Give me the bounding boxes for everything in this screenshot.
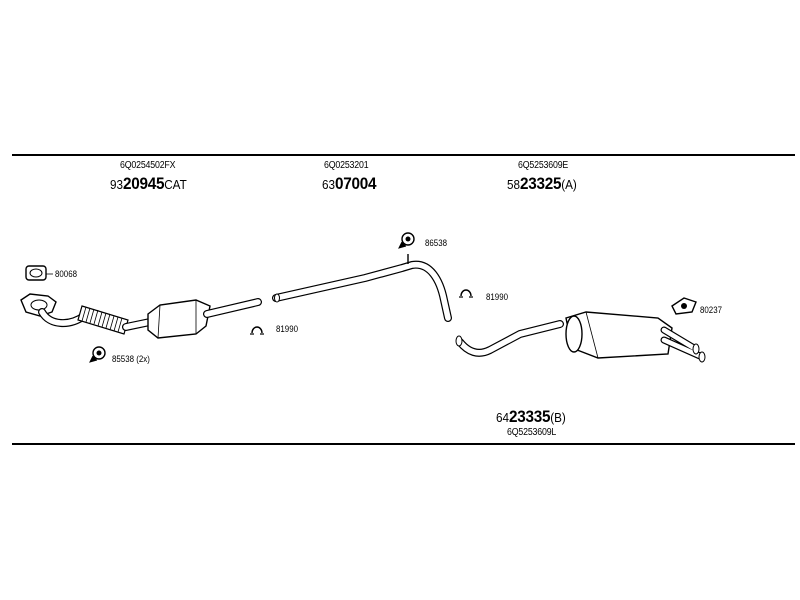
rear-silencer-a-prefix: 58 — [507, 177, 521, 192]
rear-silencer-b-part-number: 6423335(B) — [496, 407, 566, 427]
front-pipe-oe-number: 6Q0254502FX — [120, 160, 176, 171]
ring-mid-left-label: 81990 — [276, 324, 299, 334]
rear-silencer-a-part-number: 5823325(A) — [507, 174, 577, 194]
front-pipe-part-number: 9320945CAT — [110, 174, 187, 194]
rear-silencer-a-number: 23325 — [520, 174, 562, 193]
front-pipe-number: 20945 — [123, 174, 165, 193]
clamp-front-icon — [89, 346, 106, 363]
clamp-mid-icon — [398, 232, 415, 249]
rear-silencer-b-oe-number: 6Q5253609L — [507, 427, 557, 438]
clamp-mid-label: 86538 — [425, 238, 448, 248]
ring-mid-right-label: 81990 — [486, 292, 509, 302]
rear-silencer-a-oe-number: 6Q5253609E — [518, 160, 569, 171]
ring-mid-left-icon — [250, 326, 264, 335]
middle-pipe-number: 07004 — [335, 174, 377, 193]
gasket-front-icon — [25, 265, 47, 281]
rear-silencer-b-prefix: 64 — [496, 410, 510, 425]
ring-mid-right-icon — [459, 289, 473, 298]
rubber-hanger-icon — [671, 297, 697, 315]
rear-silencer — [455, 311, 706, 363]
front-pipe-prefix: 93 — [110, 177, 124, 192]
front-pipe-catalyst — [38, 298, 262, 339]
clamp-front-label: 85538 (2x) — [112, 354, 150, 364]
front-flange-icon — [20, 293, 57, 317]
middle-pipe — [272, 254, 452, 322]
middle-pipe-part-number: 6307004 — [322, 174, 376, 194]
rear-silencer-b-number: 23335 — [509, 407, 551, 426]
middle-pipe-oe-number: 6Q0253201 — [324, 160, 369, 171]
front-pipe-suffix: CAT — [164, 177, 187, 192]
gasket-front-label: 80068 — [55, 269, 78, 279]
rubber-hanger-label: 80237 — [700, 305, 723, 315]
rear-silencer-b-suffix: (B) — [550, 410, 566, 425]
rear-silencer-a-suffix: (A) — [561, 177, 577, 192]
middle-pipe-prefix: 63 — [322, 177, 336, 192]
